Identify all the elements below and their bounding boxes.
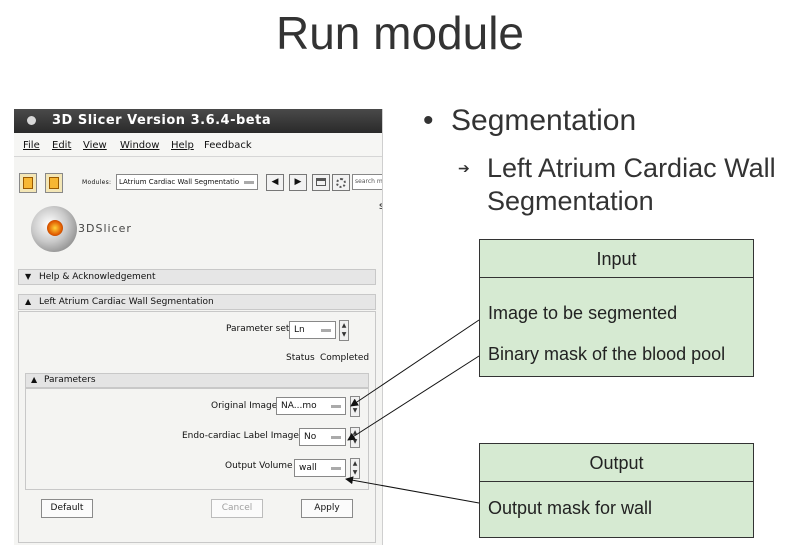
- endo-label-image-select[interactable]: No: [299, 428, 346, 446]
- status-label: Status: [286, 353, 315, 363]
- arrow-bullet-icon: ➔: [458, 160, 470, 176]
- output-line-wall: Output mask for wall: [488, 498, 653, 518]
- apply-button[interactable]: Apply: [301, 499, 353, 518]
- menu-bar: File Edit View Window Help Feedback: [14, 133, 382, 157]
- original-image-label: Original Image: [211, 401, 278, 411]
- menu-view[interactable]: View: [83, 140, 107, 151]
- module-selector-value: LAtrium Cardiac Wall Segmentatio: [119, 178, 240, 186]
- module-next-button[interactable]: ▶: [289, 174, 307, 191]
- menu-window[interactable]: Window: [120, 140, 160, 151]
- section-help-label: Help & Acknowledgement: [39, 272, 156, 282]
- history-icon: [316, 178, 326, 186]
- dropdown-icon: [321, 329, 331, 332]
- save-data-button[interactable]: [45, 173, 63, 193]
- input-box: Input Image to be segmented Binary mask …: [479, 239, 754, 377]
- cancel-button[interactable]: Cancel: [211, 499, 263, 518]
- bullet-segmentation: Segmentation: [451, 104, 637, 137]
- output-volume-value: wall: [299, 463, 317, 473]
- module-search-input[interactable]: search m: [352, 174, 382, 190]
- menu-edit[interactable]: Edit: [52, 140, 72, 151]
- original-image-spinner[interactable]: ▲▼: [350, 396, 360, 417]
- bullet-marker: •: [423, 104, 434, 137]
- menu-file[interactable]: File: [23, 140, 40, 151]
- output-box: Output Output mask for wall: [479, 443, 754, 538]
- load-icon: [23, 177, 33, 189]
- expand-icon: ▲: [25, 297, 32, 306]
- logo-text: 3DSlicer: [78, 222, 132, 235]
- parameter-set-select[interactable]: Ln: [289, 321, 336, 339]
- input-box-title: Input: [480, 240, 753, 278]
- sub-bullet-module-name: Left Atrium Cardiac Wall Segmentation: [487, 153, 776, 216]
- original-image-value: NA...mo: [281, 401, 317, 411]
- window-title: 3D Slicer Version 3.6.4-beta: [52, 113, 272, 128]
- collapse-icon: ▼: [25, 272, 32, 281]
- status-value: Completed: [320, 353, 370, 363]
- endo-label-image-value: No: [304, 432, 317, 442]
- parameter-set-value: Ln: [294, 325, 305, 335]
- window-titlebar: 3D Slicer Version 3.6.4-beta: [14, 109, 382, 133]
- module-history-button[interactable]: [312, 174, 330, 191]
- section-parameters[interactable]: ▲ Parameters: [25, 373, 369, 388]
- section-parameters-label: Parameters: [44, 375, 96, 385]
- toolbar: Modules: LAtrium Cardiac Wall Segmentati…: [14, 167, 382, 197]
- load-data-button[interactable]: [19, 173, 37, 193]
- parameter-set-label: Parameter set: [226, 324, 290, 334]
- endo-label-image-label: Endo-cardiac Label Image: [182, 431, 299, 441]
- gear-icon: [336, 178, 346, 188]
- slicer-logo-icon: [31, 206, 77, 252]
- output-volume-select[interactable]: wall: [294, 459, 346, 477]
- window-menu-icon[interactable]: [27, 116, 36, 125]
- dropdown-icon: [331, 436, 341, 439]
- dropdown-icon: [331, 405, 341, 408]
- original-image-select[interactable]: NA...mo: [276, 397, 346, 415]
- slide-title: Run module: [275, 7, 525, 59]
- output-box-title: Output: [480, 444, 753, 482]
- section-module-label: Left Atrium Cardiac Wall Segmentation: [39, 297, 214, 307]
- output-volume-label: Output Volume: [225, 461, 293, 471]
- menu-help[interactable]: Help: [171, 140, 194, 151]
- module-prev-button[interactable]: ◀: [266, 174, 284, 191]
- menu-feedback[interactable]: Feedback: [204, 140, 252, 151]
- module-selector[interactable]: LAtrium Cardiac Wall Segmentatio: [116, 174, 258, 190]
- scroll-marker: s: [379, 201, 382, 212]
- output-volume-spinner[interactable]: ▲▼: [350, 458, 360, 479]
- modules-label: Modules:: [82, 179, 112, 186]
- slicer-window: 3D Slicer Version 3.6.4-beta File Edit V…: [14, 109, 383, 545]
- dropdown-icon: [244, 181, 254, 184]
- input-line-mask: Binary mask of the blood pool: [488, 344, 726, 364]
- section-module[interactable]: ▲ Left Atrium Cardiac Wall Segmentation: [18, 294, 376, 310]
- input-line-image: Image to be segmented: [488, 303, 678, 323]
- section-help[interactable]: ▼ Help & Acknowledgement: [18, 269, 376, 285]
- expand-icon: ▲: [31, 375, 38, 384]
- save-icon: [49, 177, 59, 189]
- endo-label-image-spinner[interactable]: ▲▼: [350, 427, 360, 448]
- parameter-set-spinner[interactable]: ▲▼: [339, 320, 349, 341]
- module-refresh-button[interactable]: [332, 174, 350, 191]
- dropdown-icon: [331, 467, 341, 470]
- default-button[interactable]: Default: [41, 499, 93, 518]
